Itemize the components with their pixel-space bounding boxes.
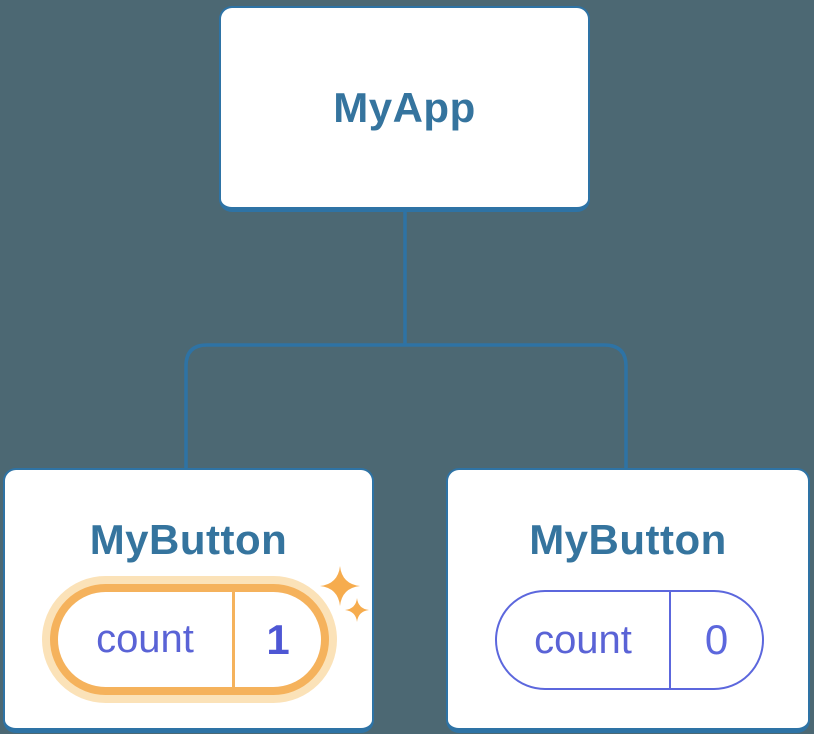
state-key-label: count: [96, 617, 194, 661]
component-node-right: MyButton count 0: [446, 468, 810, 733]
state-key-cell: count: [497, 592, 669, 688]
sparkle-large: [320, 566, 360, 606]
state-pill-normal: count 0: [495, 590, 764, 690]
state-value-cell: 0: [671, 592, 762, 688]
state-key-label: count: [534, 617, 632, 662]
state-value-cell: 1: [235, 592, 321, 687]
pill-divider: [232, 592, 235, 687]
state-key-cell: count: [58, 592, 232, 687]
right-node-label: MyButton: [529, 516, 727, 563]
left-node-label-row: MyButton: [5, 510, 372, 570]
root-node-label: MyApp: [333, 83, 476, 131]
state-value-label: 0: [704, 616, 729, 663]
connector-branch: [184, 343, 628, 470]
component-node-left: MyButton count 1: [3, 468, 374, 733]
sparkle-icon: [320, 566, 369, 622]
state-value-label: 1: [266, 615, 290, 663]
left-node-label: MyButton: [89, 516, 288, 563]
right-node-label-row: MyButton: [448, 510, 808, 570]
pill-divider: [669, 592, 671, 688]
state-pill-highlighted: count 1: [50, 584, 329, 695]
sparkle-small: [345, 598, 369, 622]
component-node-root: MyApp: [219, 6, 590, 212]
